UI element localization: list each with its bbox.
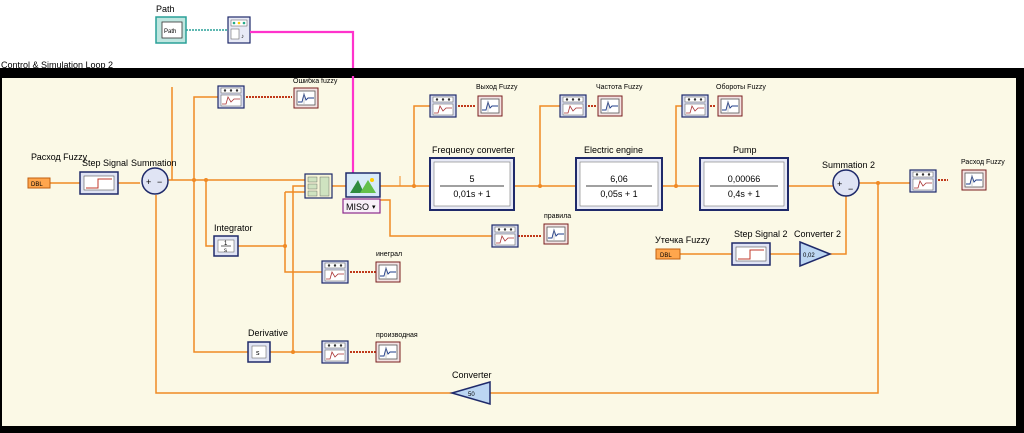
rashod-dbl-tag: DBL	[31, 182, 43, 188]
summation-label: Summation	[131, 158, 177, 168]
oboroty-collector	[681, 94, 709, 118]
summation2-block[interactable]: + −	[832, 169, 860, 197]
derivative-label: Derivative	[248, 328, 288, 338]
freq-converter-block[interactable]: 5 0,01s + 1	[429, 157, 515, 211]
svg-text:−: −	[848, 184, 853, 194]
miso-selector[interactable]: MISO ▾	[342, 198, 381, 214]
pump-num: 0,00066	[728, 174, 761, 184]
converter2-label: Converter 2	[794, 229, 841, 239]
svg-text:+: +	[837, 179, 842, 189]
bundle-block[interactable]	[304, 173, 333, 199]
integrator-block[interactable]: 1 s	[213, 235, 239, 257]
oboroty-indicator-label: Обороты Fuzzy	[716, 83, 766, 91]
pump-label: Pump	[733, 145, 757, 155]
simulation-loop	[0, 68, 1024, 433]
proizv-collector	[321, 340, 349, 364]
converter-label: Converter	[452, 370, 492, 380]
step-signal2-block[interactable]	[731, 242, 771, 266]
svg-text:−: −	[157, 177, 162, 187]
oshibka-collector	[217, 85, 245, 109]
freq-converter-den: 0,01s + 1	[453, 189, 490, 199]
proizv-indicator-label: производная	[376, 332, 418, 339]
converter2-block[interactable]: 0,02	[799, 240, 833, 268]
derivative-symbol: s	[256, 350, 260, 357]
chastota-collector	[559, 94, 587, 118]
vyhod-graph-indicator[interactable]	[477, 95, 503, 117]
step-signal-block[interactable]	[79, 171, 119, 195]
oboroty-graph-indicator[interactable]	[717, 95, 743, 117]
pump-den: 0,4s + 1	[728, 189, 760, 199]
miso-selector-value: MISO	[346, 202, 369, 212]
vyhod-indicator-label: Выход Fuzzy	[476, 84, 518, 91]
pravila-graph-indicator[interactable]	[543, 223, 569, 245]
proizv-graph-indicator[interactable]	[375, 341, 401, 363]
file-open-icon: ♪	[227, 16, 251, 44]
svg-text:♪: ♪	[241, 34, 244, 40]
integral-indicator-label: инеграл	[376, 251, 402, 258]
vyhod-collector	[429, 94, 457, 118]
rashod-collector	[909, 169, 937, 193]
electric-engine-den: 0,05s + 1	[600, 189, 637, 199]
path-control[interactable]: Path	[155, 16, 187, 44]
electric-engine-num: 6,06	[610, 174, 628, 184]
pravila-indicator-label: правила	[544, 213, 571, 220]
converter-block[interactable]: 50	[449, 381, 491, 405]
loop-title: Control & Simulation Loop 2	[1, 60, 113, 70]
integral-graph-indicator[interactable]	[375, 261, 401, 283]
rashod-input-label: Расход Fuzzy	[31, 152, 88, 162]
chastota-indicator-label: Частота Fuzzy	[596, 84, 643, 91]
oshibka-indicator-label: Ошибка fuzzy	[293, 77, 338, 85]
fuzzy-controller-block[interactable]	[345, 172, 381, 198]
chastota-graph-indicator[interactable]	[597, 95, 623, 117]
converter-value: 50	[468, 392, 475, 398]
svg-text:1: 1	[224, 241, 228, 247]
integral-collector	[321, 260, 349, 284]
freq-converter-num: 5	[469, 174, 474, 184]
rashod-graph-indicator[interactable]	[961, 169, 987, 191]
integrator-label: Integrator	[214, 223, 253, 233]
chevron-down-icon: ▾	[372, 204, 376, 211]
summation2-label: Summation 2	[822, 160, 875, 170]
pravila-collector	[491, 224, 519, 248]
converter2-value: 0,02	[803, 253, 815, 259]
summation-block[interactable]: + −	[141, 167, 169, 195]
utechka-dbl-tag: DBL	[660, 253, 672, 259]
electric-engine-label: Electric engine	[584, 145, 643, 155]
pump-block[interactable]: 0,00066 0,4s + 1	[699, 157, 789, 211]
rashod-input-terminal[interactable]: DBL	[27, 177, 51, 189]
path-control-value: Path	[164, 29, 176, 35]
step-signal2-label: Step Signal 2	[734, 229, 788, 239]
electric-engine-block[interactable]: 6,06 0,05s + 1	[575, 157, 663, 211]
path-label: Path	[156, 4, 175, 14]
svg-text:s: s	[224, 248, 227, 254]
oshibka-graph-indicator[interactable]	[293, 87, 319, 109]
freq-converter-label: Frequency converter	[432, 145, 515, 155]
utechka-input-label: Утечка Fuzzy	[655, 235, 710, 245]
utechka-input-terminal[interactable]: DBL	[655, 248, 681, 260]
step-signal-label: Step Signal	[82, 158, 128, 168]
svg-text:+: +	[146, 177, 151, 187]
rashod-indicator-label: Расход Fuzzy	[961, 159, 1005, 166]
derivative-block[interactable]: s	[247, 341, 271, 363]
